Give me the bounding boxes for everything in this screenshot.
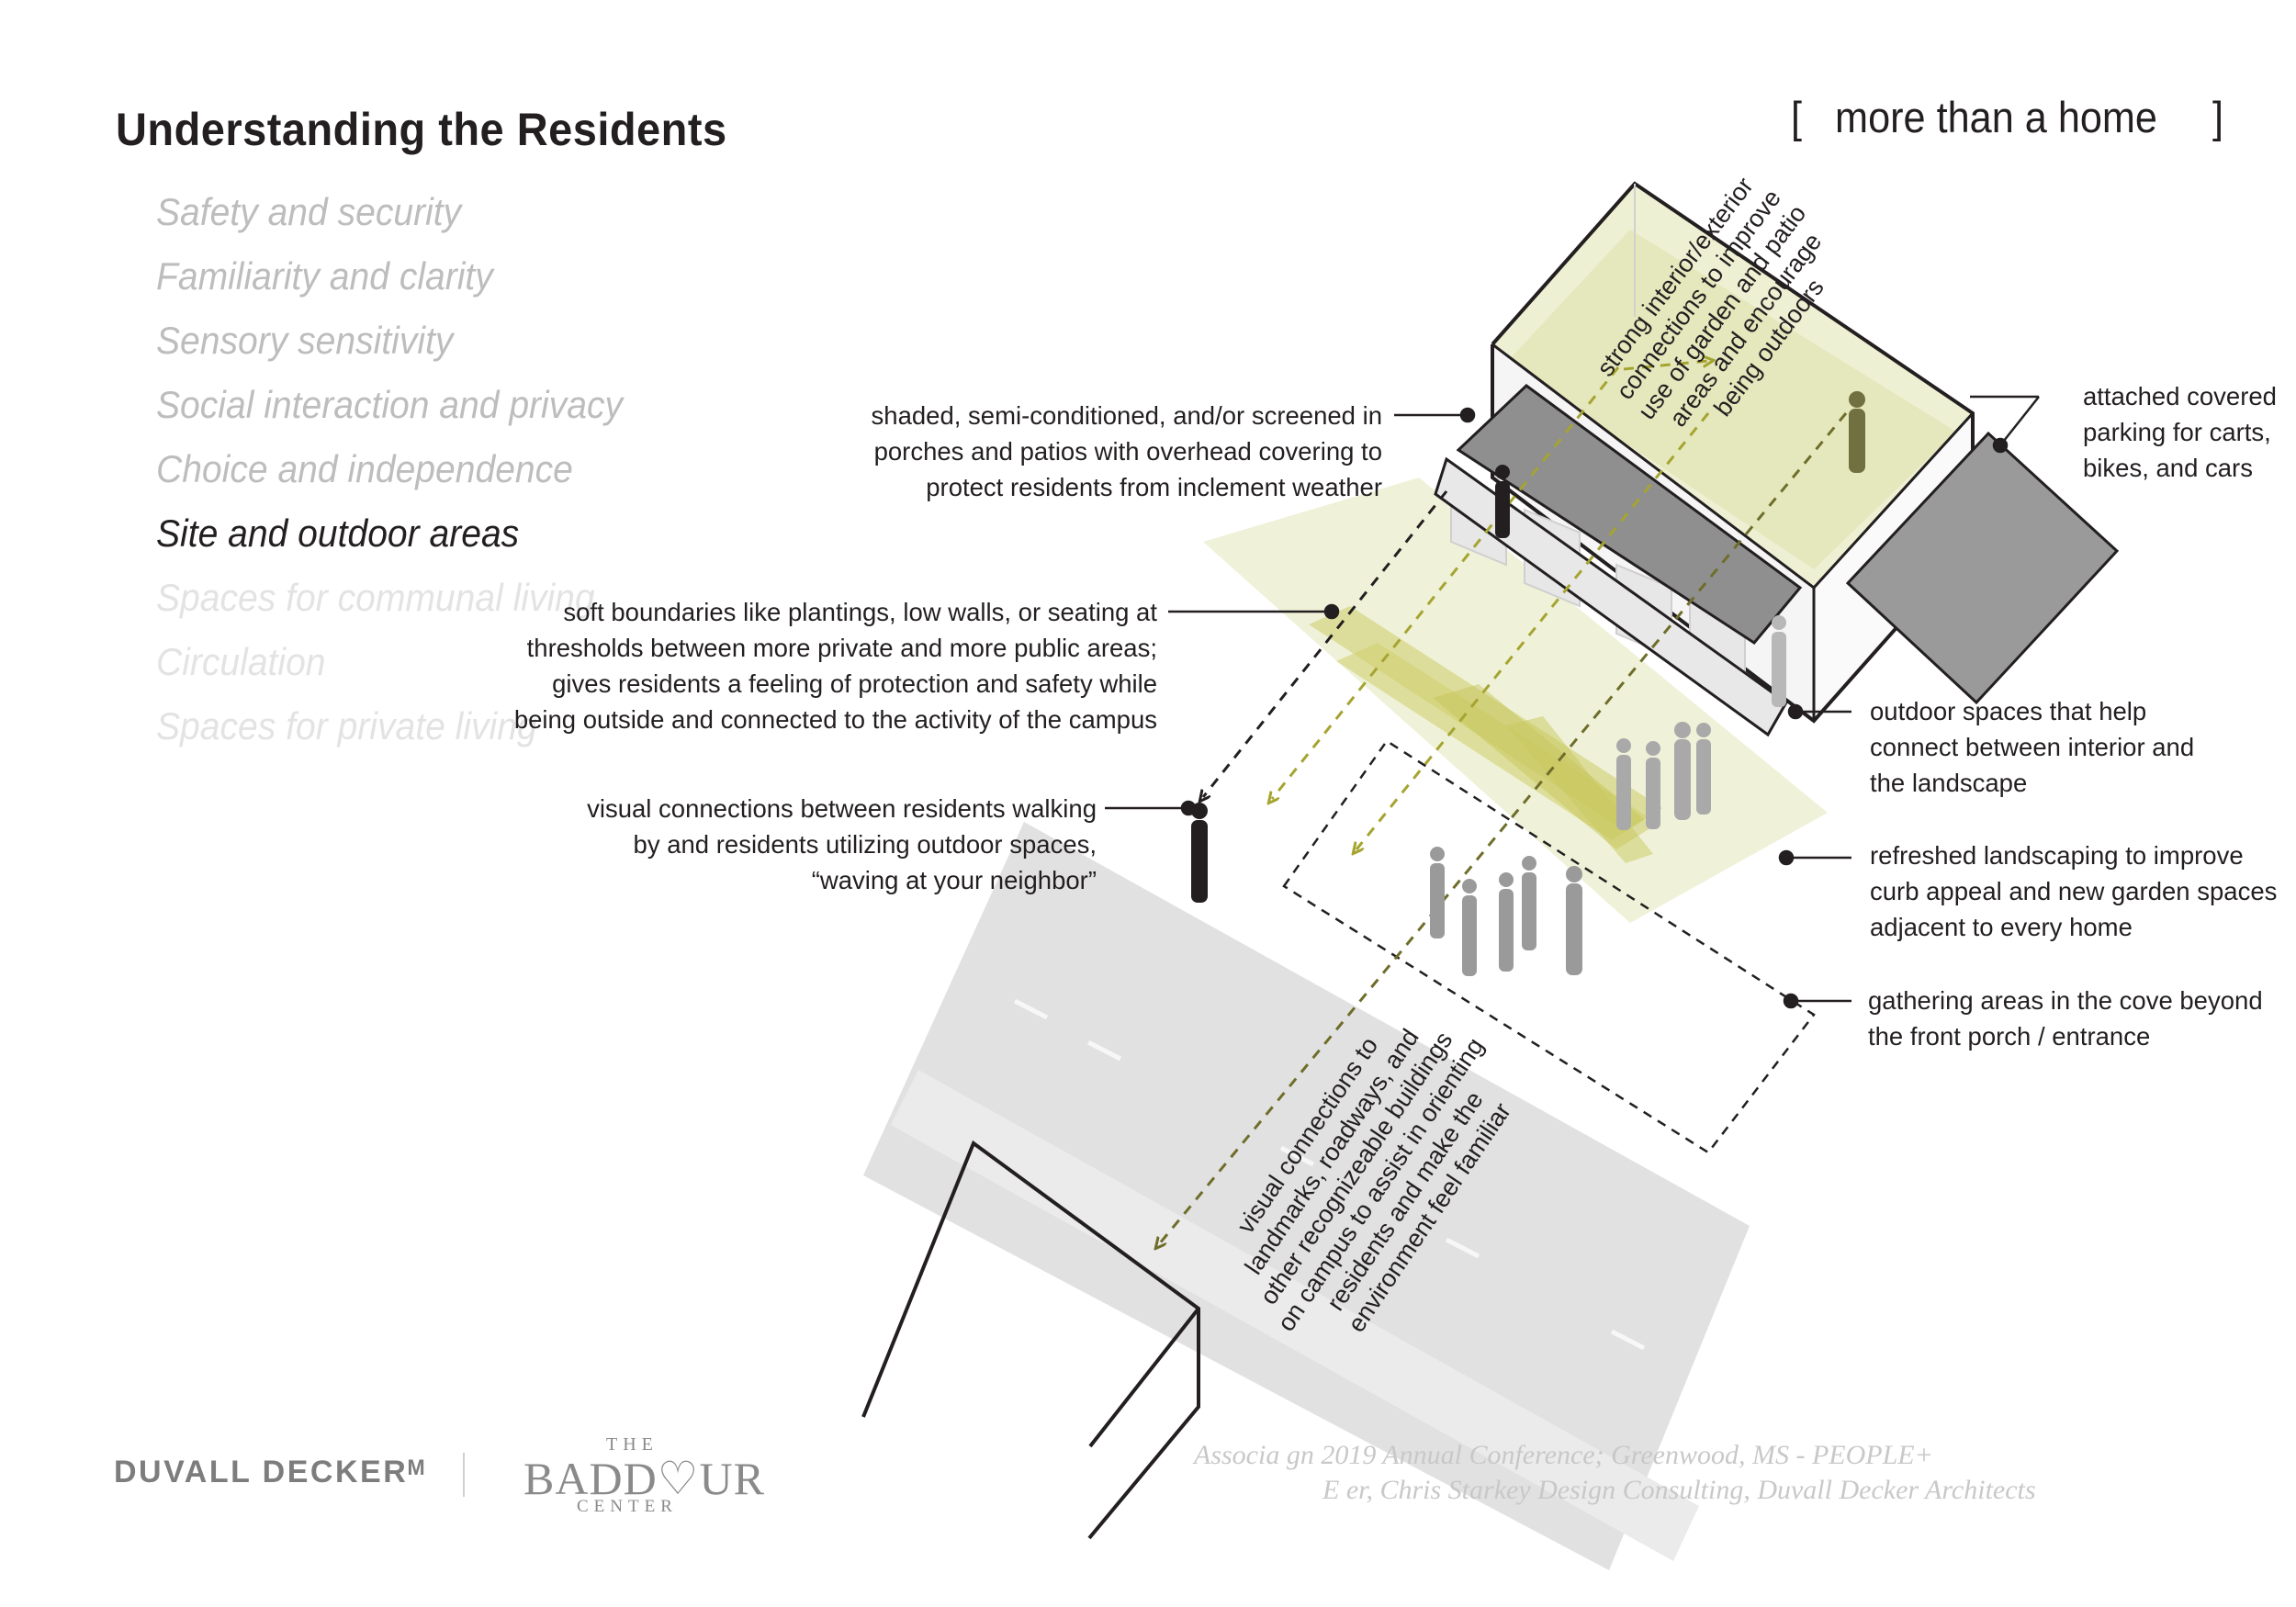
group-figures (1616, 722, 1711, 830)
topic-item: Spaces for communal living (156, 576, 595, 619)
callout-line: shaded, semi-conditioned, and/or screene… (871, 401, 1382, 430)
callout-soft-boundaries: soft boundaries like plantings, low wall… (514, 594, 1157, 737)
connection-arrow-landmarks (1159, 412, 1848, 1244)
baddour-logo-the: THE (606, 1434, 658, 1455)
topic-item: Circulation (156, 640, 326, 683)
logo-divider (463, 1453, 465, 1497)
topic-item: Choice and independence (156, 447, 573, 490)
conference-credit-line-2: E er, Chris Starkey Design Consulting, D… (1322, 1475, 2036, 1505)
connection-arrow-garden-2 (1623, 361, 1708, 371)
lane-markings (1013, 998, 1646, 1351)
callout-line: protect residents from inclement weather (926, 473, 1382, 501)
callout-line: by and residents utilizing outdoor space… (633, 830, 1097, 859)
callout-line: thresholds between more private and more… (526, 634, 1157, 662)
callout-line: porches and patios with overhead coverin… (873, 437, 1382, 466)
connection-arrow-garden-3 (1356, 412, 1710, 849)
resident-figure (1191, 803, 1208, 903)
callout-line: refreshed landscaping to improve (1870, 841, 2244, 870)
callout-line: outdoor spaces that help (1870, 697, 2147, 725)
callout-line: being outside and connected to the activ… (513, 705, 1157, 734)
gathering-group-figures (1430, 847, 1582, 976)
callout-line: “waving at your neighbor” (811, 866, 1097, 894)
callout-porches: shaded, semi-conditioned, and/or screene… (872, 398, 1382, 505)
callout-gathering-areas: gathering areas in the cove beyond the f… (1868, 983, 2263, 1054)
topic-item-active: Site and outdoor areas (156, 511, 520, 555)
callout-line: the front porch / entrance (1868, 1022, 2151, 1051)
resident-figure (1849, 391, 1865, 473)
porch-canopy (1456, 384, 1803, 645)
people-figures (1191, 391, 1865, 976)
conference-credit-line-1: Associa gn 2019 Annual Conference; Green… (1194, 1440, 1933, 1470)
callout-leaders (1105, 395, 2040, 1009)
soft-boundary-plantings (1309, 606, 1662, 863)
gathering-cove-outline (1282, 739, 1816, 1154)
callout-line: attached covered (2083, 382, 2277, 410)
topic-list: Safety and security Familiarity and clar… (156, 188, 658, 767)
baddour-logo-center: CENTER (577, 1497, 678, 1516)
callout-line: curb appeal and new garden spaces (1870, 877, 2278, 905)
callout-line: bikes, and cars (2083, 454, 2253, 482)
carport-roof (1845, 431, 2120, 705)
baddour-center-logo: BADD♡UR (523, 1453, 765, 1504)
topic-item: Familiarity and clarity (156, 254, 493, 298)
callout-line: gives residents a feeling of protection … (552, 669, 1157, 698)
connection-arrow-neighbor (1203, 490, 1448, 797)
callout-line: soft boundaries like plantings, low wall… (563, 598, 1157, 626)
callout-line: visual connections between residents wal… (587, 794, 1097, 823)
callout-outdoor-spaces: outdoor spaces that help connect between… (1870, 693, 2194, 801)
tagline: [ more than a home ] (1791, 93, 2224, 141)
page-title: Understanding the Residents (116, 104, 727, 155)
resident-figure (1772, 615, 1786, 707)
topic-item: Spaces for private living (156, 704, 537, 747)
callout-line: adjacent to every home (1870, 913, 2133, 941)
resident-figure (1495, 465, 1510, 538)
topic-item: Sensory sensitivity (156, 319, 454, 362)
connection-arrow-garden-1 (1272, 366, 1620, 799)
duvall-decker-logo: DUVALL DECKERᴹ (114, 1455, 427, 1489)
callout-line: parking for carts, (2083, 418, 2271, 446)
topic-item: Social interaction and privacy (156, 383, 624, 426)
callout-waving-neighbor: visual connections between residents wal… (587, 791, 1097, 898)
callout-line: connect between interior and (1870, 733, 2195, 761)
roadway (863, 822, 1750, 1570)
callout-landscaping: refreshed landscaping to improve curb ap… (1870, 837, 2277, 945)
landscaping-zone (1203, 478, 1828, 923)
callout-line: the landscape (1870, 769, 2028, 797)
callout-line: gathering areas in the cove beyond (1868, 986, 2263, 1015)
topic-item: Safety and security (156, 190, 462, 233)
road-edge-strip (891, 1070, 1699, 1561)
porch-floor (1434, 456, 1788, 737)
neighbor-building-outline (861, 1140, 1200, 1540)
callout-covered-parking: attached covered parking for carts, bike… (2083, 378, 2277, 486)
